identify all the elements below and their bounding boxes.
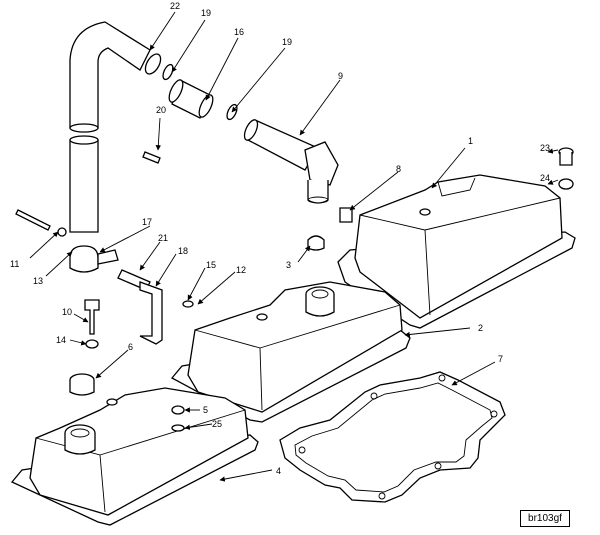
callout-14: 14 (56, 335, 66, 345)
bolts-and-fittings (15, 147, 574, 432)
callout-labels: 1 2 3 4 5 6 7 8 9 10 11 12 13 14 15 16 1… (10, 1, 550, 476)
callout-24: 24 (540, 173, 550, 183)
callout-7: 7 (498, 354, 503, 364)
gasket (279, 371, 506, 503)
callout-5: 5 (203, 405, 208, 415)
callout-17: 17 (142, 217, 152, 227)
valve-cover-middle (170, 281, 411, 423)
callout-15: 15 (206, 260, 216, 270)
figure-code: br103gf (520, 510, 570, 527)
callout-10: 10 (62, 307, 72, 317)
callout-11: 11 (10, 259, 19, 269)
leader-lines (29, 11, 559, 482)
callout-22: 22 (170, 1, 180, 11)
callout-8: 8 (396, 164, 401, 174)
callout-2: 2 (478, 323, 483, 333)
callout-19a: 19 (201, 8, 211, 18)
clamp-and-bracket (69, 245, 163, 345)
valve-cover-left (10, 387, 259, 526)
callout-19b: 19 (282, 37, 292, 47)
breather-tube-assembly (69, 21, 339, 233)
callout-23: 23 (540, 143, 550, 153)
callout-3: 3 (286, 260, 291, 270)
callout-16: 16 (234, 27, 244, 37)
callout-4: 4 (276, 466, 281, 476)
callout-25: 25 (212, 419, 222, 429)
callout-20: 20 (156, 105, 166, 115)
callout-9: 9 (338, 71, 343, 81)
callout-21: 21 (158, 233, 168, 243)
callout-18: 18 (178, 246, 188, 256)
callout-1: 1 (468, 136, 473, 146)
callout-6: 6 (128, 342, 133, 352)
callout-13: 13 (33, 276, 43, 286)
callout-12: 12 (236, 265, 246, 275)
